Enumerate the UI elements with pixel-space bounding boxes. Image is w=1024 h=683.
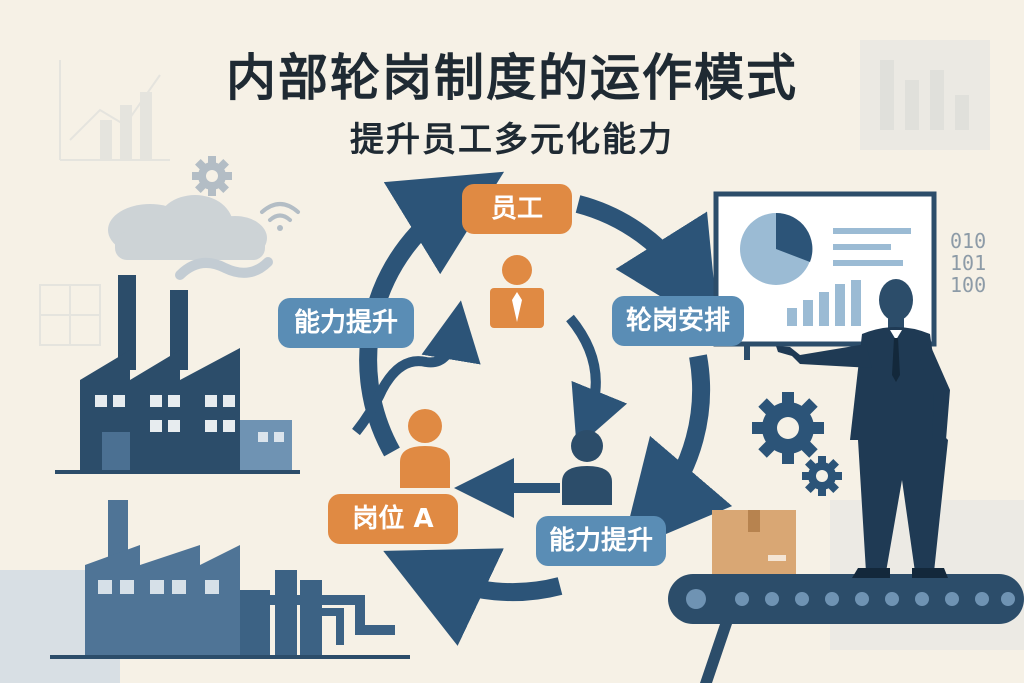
factory-top	[55, 275, 300, 474]
pie-chart-icon	[740, 212, 813, 285]
package-box-icon	[712, 510, 796, 574]
factory-bottom	[0, 500, 410, 683]
cloud-icon	[108, 195, 267, 260]
conveyor-belt	[668, 574, 1024, 683]
node-skill-up-right: 能力提升	[536, 516, 666, 566]
binary-line: 100	[950, 273, 987, 297]
employee-person-icon	[490, 255, 544, 328]
page-title: 内部轮岗制度的运作模式	[226, 49, 798, 107]
wifi-icon	[260, 202, 300, 231]
node-employee: 员工	[462, 184, 572, 234]
businessman-figure	[776, 279, 950, 578]
gear-large-icon	[752, 392, 824, 464]
binary-code-text: 010 101 100	[950, 230, 986, 296]
binary-line: 010	[950, 229, 987, 253]
smoke-icon	[175, 257, 273, 280]
gear-small-icon	[802, 456, 842, 496]
node-skill-up-left: 能力提升	[278, 298, 414, 348]
person-orange-icon	[400, 409, 450, 488]
inner-arrows	[352, 300, 628, 518]
node-rotation: 轮岗安排	[612, 296, 744, 346]
page-subtitle: 提升员工多元化能力	[350, 120, 674, 160]
person-blue-icon	[562, 430, 612, 505]
node-position-a: 岗位 A	[328, 494, 458, 544]
binary-line: 101	[950, 251, 987, 275]
gear-icon	[192, 156, 232, 196]
